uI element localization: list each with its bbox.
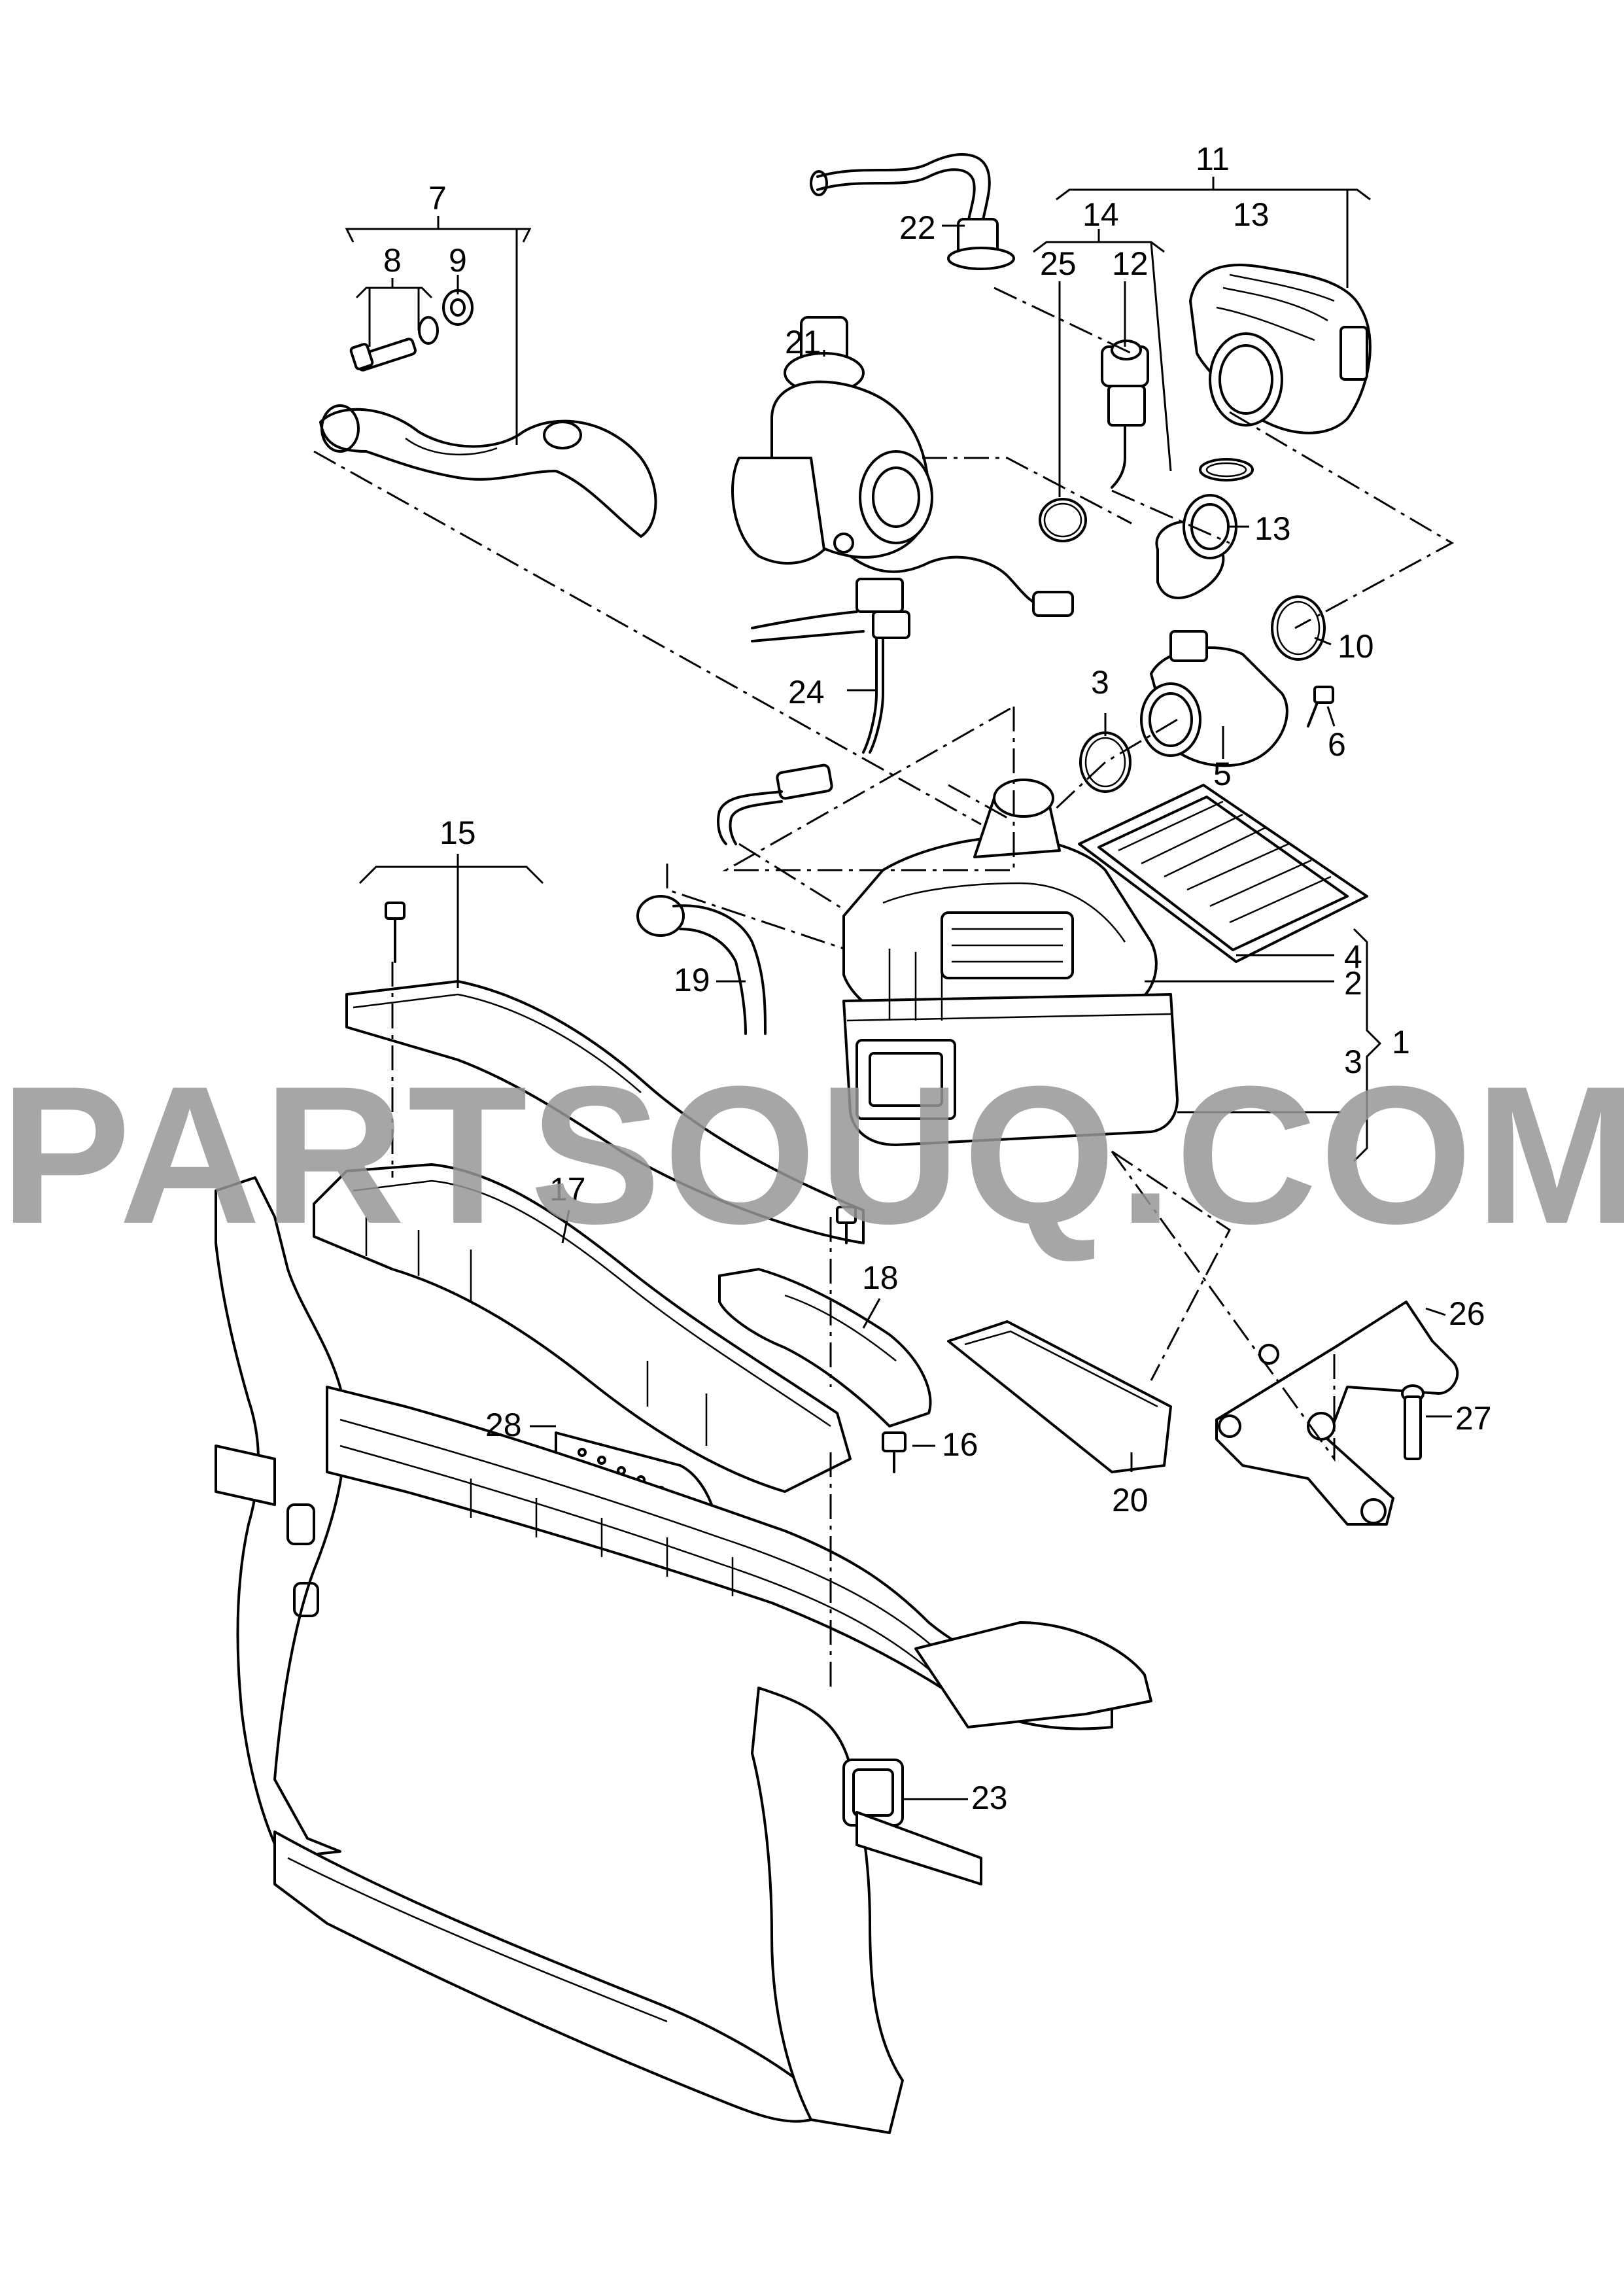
callout-16[interactable]: 16	[942, 1426, 978, 1463]
screw-part-6[interactable]	[1307, 686, 1334, 727]
callout-22[interactable]: 22	[899, 209, 936, 246]
nut-part-9[interactable]	[442, 289, 474, 326]
callout-19[interactable]: 19	[674, 962, 710, 998]
callout-3-b[interactable]: 3	[1344, 1043, 1362, 1080]
vacuum-line-part-24[interactable]	[717, 578, 910, 845]
callout-13[interactable]: 13	[1233, 196, 1270, 233]
callout-6[interactable]: 6	[1328, 726, 1346, 763]
bolt-part-8[interactable]	[349, 316, 439, 372]
cover-panel-part-15[interactable]	[345, 980, 865, 1244]
charge-air-hose-part-7[interactable]	[319, 404, 657, 538]
hose-part-19[interactable]	[636, 895, 767, 1035]
intake-pipe-part-13[interactable]	[1155, 264, 1372, 599]
assembly-lines	[313, 287, 1455, 1688]
callout-15[interactable]: 15	[440, 815, 476, 851]
callout-11[interactable]: 11	[1196, 141, 1230, 177]
callout-5[interactable]: 5	[1213, 756, 1232, 792]
callout-18[interactable]: 18	[862, 1259, 899, 1296]
callout-3[interactable]: 3	[1091, 664, 1109, 701]
callout-17[interactable]: 17	[549, 1171, 586, 1208]
callout-20[interactable]: 20	[1112, 1482, 1149, 1518]
callout-labels: 1 2 3 3 4 5 6 7 8 9 10 11 12 13 13 14 15…	[383, 141, 1492, 1816]
air-duct-part-17[interactable]	[313, 1163, 852, 1493]
leader-lines	[345, 177, 1452, 1800]
callout-28[interactable]: 28	[485, 1407, 522, 1443]
callout-25[interactable]: 25	[1040, 245, 1077, 282]
duct-part-18[interactable]	[718, 1268, 932, 1428]
callout-1[interactable]: 1	[1392, 1024, 1410, 1060]
callout-2[interactable]: 2	[1344, 965, 1362, 1002]
air-filter-housing-part-1[interactable]	[842, 779, 1179, 1146]
filter-element-part-4[interactable]	[1078, 784, 1368, 963]
callout-8[interactable]: 8	[383, 242, 402, 279]
pressure-sensor-part-12[interactable]	[1101, 340, 1149, 489]
bracket-part-26[interactable]	[1215, 1301, 1459, 1526]
callout-14[interactable]: 14	[1082, 196, 1119, 233]
callout-9[interactable]: 9	[449, 242, 467, 279]
air-mass-meter-part-5[interactable]	[1140, 630, 1288, 767]
callout-10[interactable]: 10	[1338, 628, 1374, 665]
callout-23[interactable]: 23	[971, 1779, 1008, 1816]
callout-27[interactable]: 27	[1455, 1400, 1492, 1437]
screw-part-27[interactable]	[1401, 1384, 1425, 1460]
screw-part-16[interactable]	[385, 902, 907, 1473]
lock-carrier-part-23[interactable]	[215, 1176, 1152, 2134]
turbocharger-part-21[interactable]	[731, 316, 1074, 617]
hose-clamp-part-10[interactable]	[1271, 595, 1326, 661]
seal-part-3[interactable]	[1079, 731, 1132, 793]
intake-duct-part-20[interactable]	[947, 1320, 1172, 1473]
vent-hose-part-22[interactable]	[810, 153, 1015, 270]
callout-24[interactable]: 24	[788, 674, 825, 710]
callout-21[interactable]: 21	[785, 324, 821, 360]
callout-12[interactable]: 12	[1112, 245, 1149, 282]
callout-7[interactable]: 7	[428, 180, 447, 217]
callout-13-b[interactable]: 13	[1254, 510, 1291, 547]
callout-4[interactable]: 4	[1344, 939, 1362, 975]
callout-26[interactable]: 26	[1449, 1295, 1485, 1332]
o-ring-part-25[interactable]	[1039, 498, 1087, 542]
